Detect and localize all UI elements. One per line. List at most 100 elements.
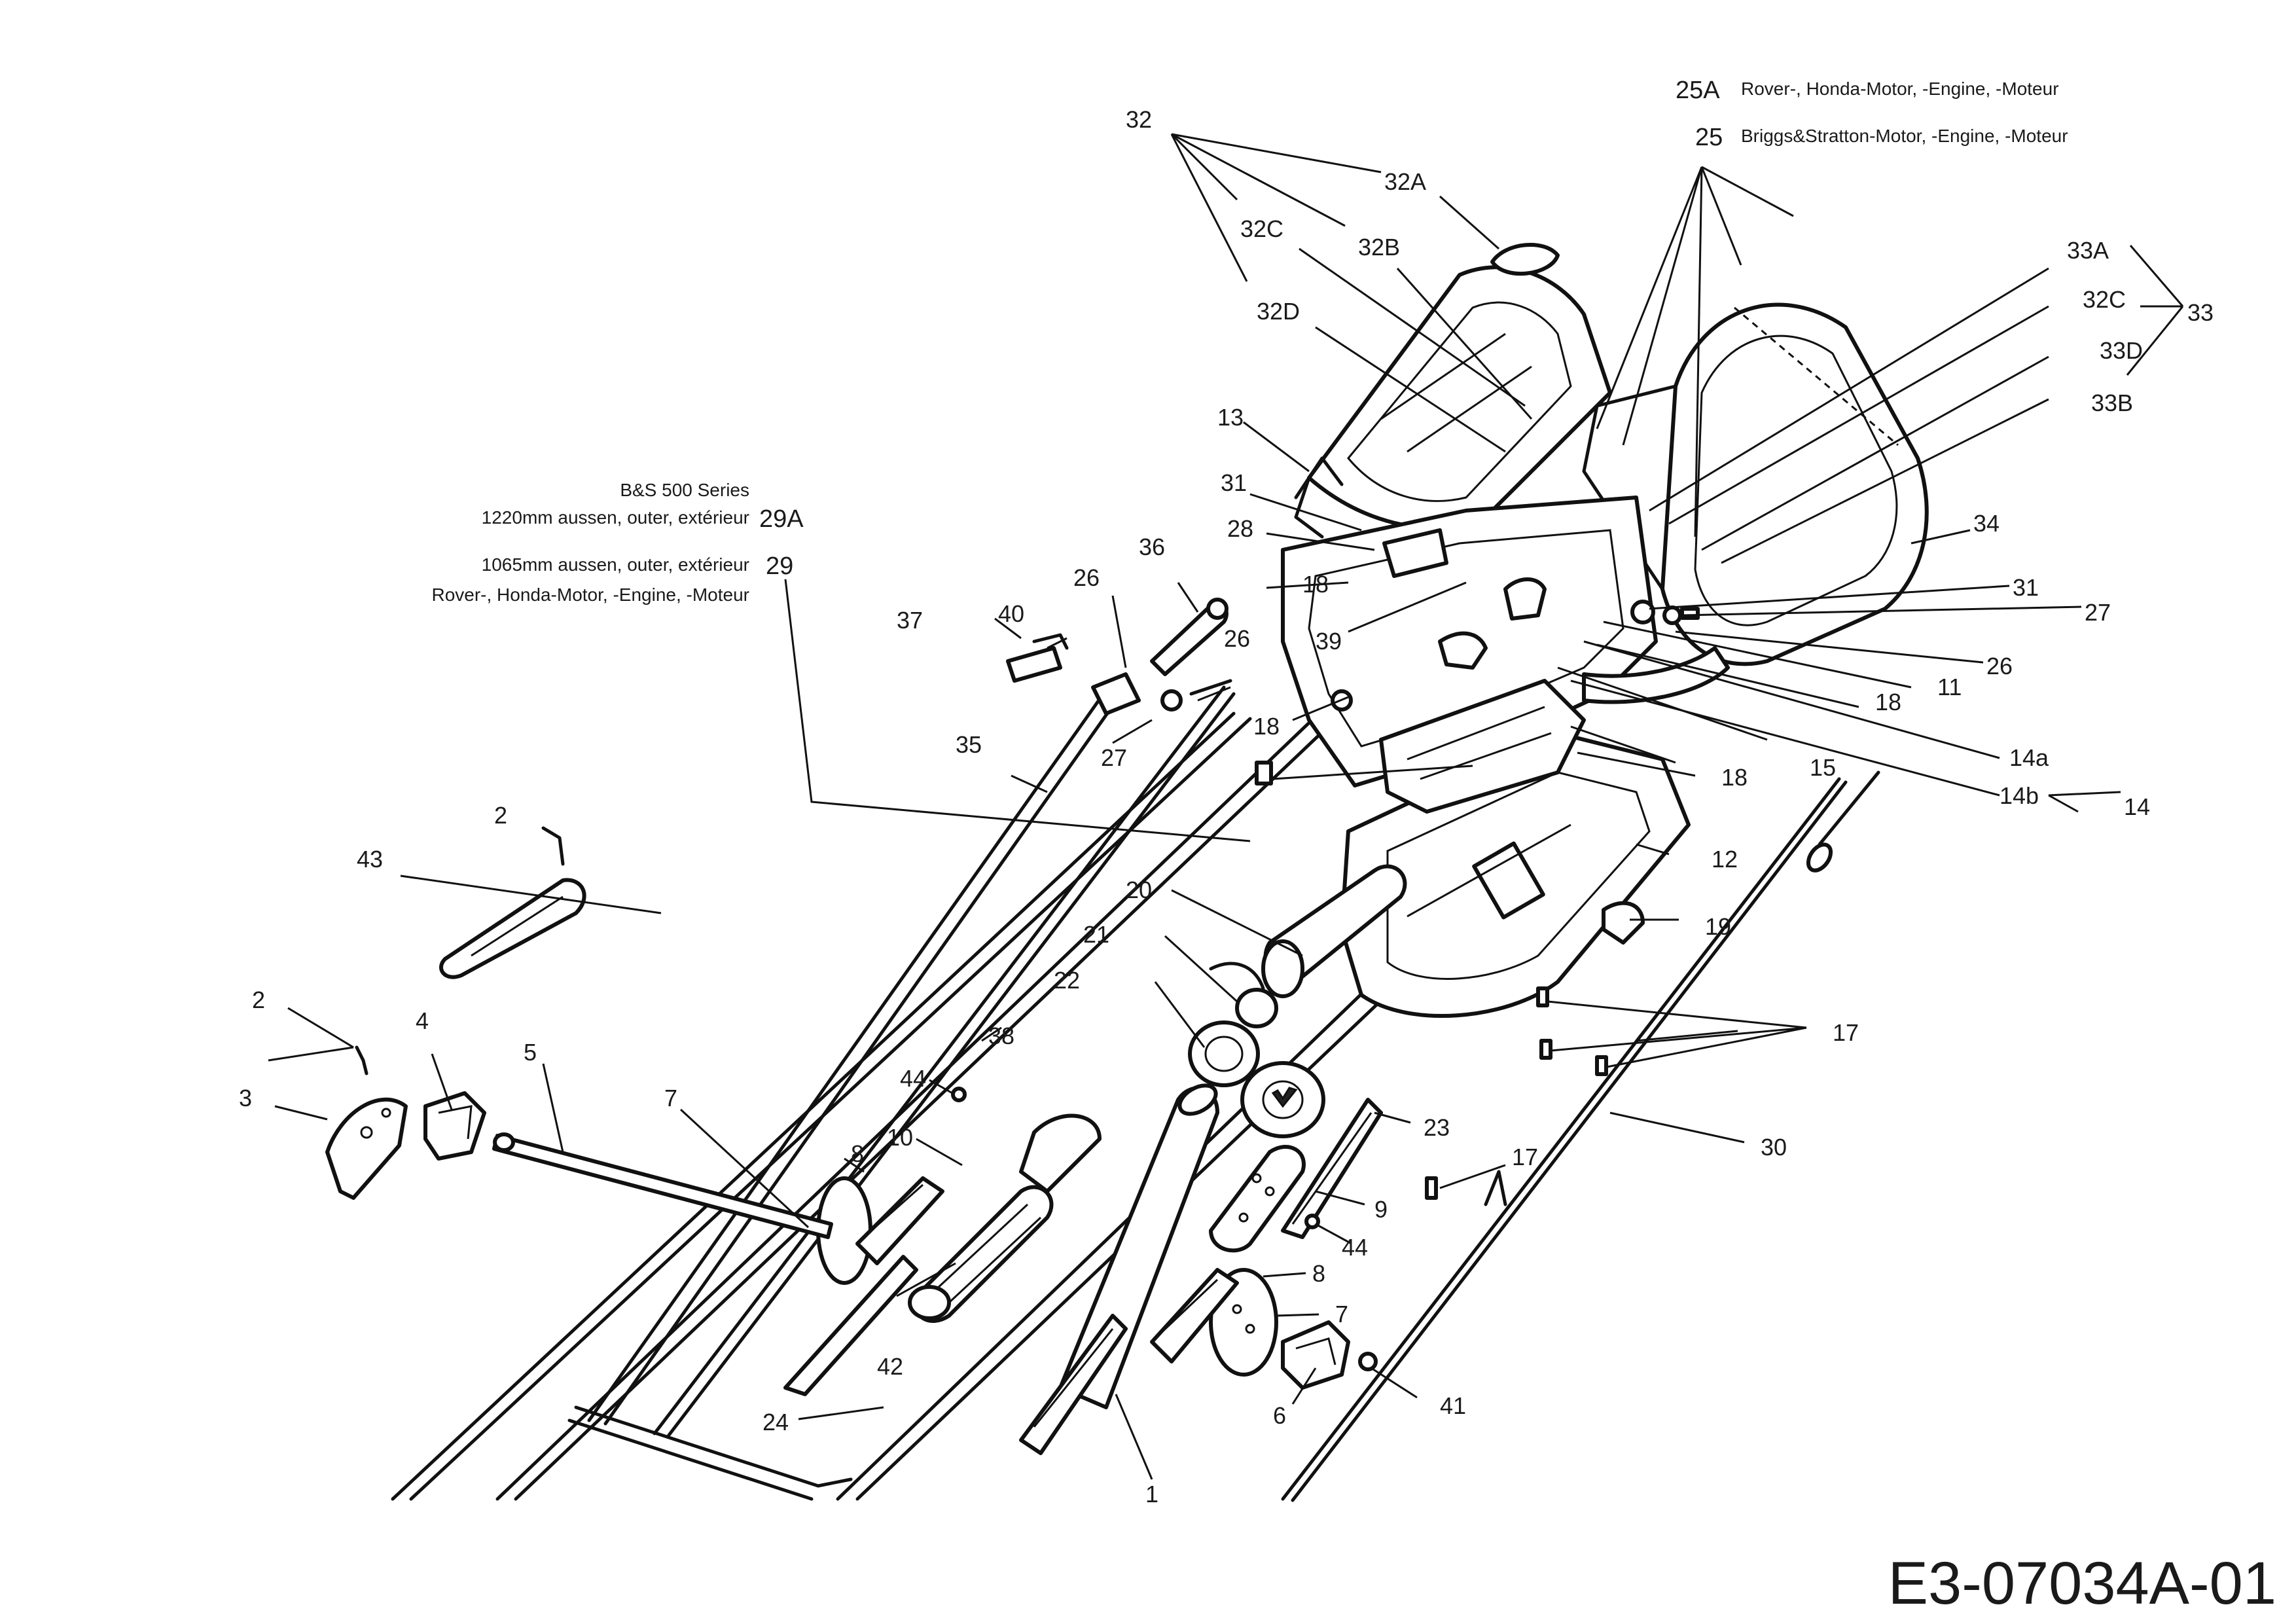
note-25a-text: Rover-, Honda-Motor, -Engine, -Moteur: [1741, 79, 2059, 99]
callout-13: 13: [1217, 404, 1244, 431]
callout-31-left: 31: [1221, 469, 1247, 496]
callout-7-left: 7: [664, 1085, 677, 1111]
callout-2-top: 2: [494, 802, 507, 829]
callout-38: 38: [988, 1022, 1014, 1049]
washer-44-right: [1304, 1214, 1320, 1229]
callout-18-a: 18: [1302, 571, 1329, 598]
callout-4: 4: [416, 1007, 429, 1034]
callout-32a: 32A: [1384, 168, 1426, 195]
washer-44-left: [951, 1087, 967, 1102]
callout-11: 11: [1937, 674, 1962, 700]
clips-17: [1425, 986, 1608, 1206]
note-29a-ref: 29A: [759, 505, 804, 533]
callout-10: 10: [887, 1124, 913, 1151]
callout-32d: 32D: [1257, 298, 1300, 325]
callout-21: 21: [1083, 921, 1109, 948]
callout-22: 22: [1054, 967, 1080, 994]
callout-8-right: 8: [1312, 1260, 1325, 1287]
rail-23: [1281, 1098, 1383, 1239]
callout-28: 28: [1227, 515, 1253, 542]
handle-tube-right: [836, 967, 1403, 1501]
note-29-engine: Rover-, Honda-Motor, -Engine, -Moteur: [431, 585, 749, 605]
callout-27-right: 27: [2085, 599, 2111, 626]
catcher-bag-32: [1294, 243, 1612, 539]
callout-44-left: 44: [900, 1065, 926, 1092]
callout-42: 42: [877, 1353, 903, 1380]
callout-37: 37: [897, 607, 923, 634]
note-29-series: B&S 500 Series: [620, 480, 749, 500]
callout-32b: 32B: [1358, 234, 1400, 261]
gear-assembly-10: [908, 1113, 1102, 1324]
callout-36: 36: [1139, 533, 1165, 560]
clip-2-left: [355, 1045, 368, 1075]
note-25-text: Briggs&Stratton-Motor, -Engine, -Moteur: [1741, 126, 2068, 146]
callout-32c-right: 32C: [2083, 286, 2126, 313]
wheel-bracket-9: [1209, 1144, 1306, 1253]
callout-35: 35: [956, 731, 982, 758]
callout-33b: 33B: [2091, 389, 2133, 416]
callout-17-mid: 17: [1512, 1144, 1538, 1170]
callout-44-right: 44: [1342, 1234, 1368, 1261]
lever-43: [439, 878, 586, 979]
handle-top-assembly: [1006, 598, 1232, 715]
callout-6: 6: [1273, 1402, 1286, 1429]
callout-26-b: 26: [1224, 625, 1250, 652]
callout-27-mid: 27: [1101, 744, 1127, 771]
callout-7-right: 7: [1335, 1301, 1348, 1327]
callout-14: 14: [2124, 793, 2150, 820]
cap-4: [423, 1091, 486, 1161]
callout-43: 43: [357, 846, 383, 873]
callout-1: 1: [1145, 1481, 1158, 1507]
height-adjuster-left: [783, 1176, 944, 1396]
clip-2-top: [541, 826, 565, 866]
parts-drawing: [325, 243, 1929, 1502]
callout-12: 12: [1712, 846, 1738, 873]
callout-34: 34: [1973, 510, 2000, 537]
note-25a-ref: 25A: [1676, 77, 1720, 104]
callout-3: 3: [239, 1085, 252, 1111]
note-29a-text: 1220mm aussen, outer, extérieur: [482, 507, 749, 528]
roller-tube: [1058, 1083, 1219, 1409]
axle-rod-5: [492, 1132, 833, 1239]
rail-1: [1019, 1314, 1128, 1455]
callout-26-right: 26: [1986, 653, 2013, 679]
callout-15: 15: [1810, 754, 1836, 781]
note-29-ref: 29: [766, 552, 793, 580]
part-19: [1602, 901, 1645, 945]
knob-41: [1358, 1352, 1378, 1371]
callout-18-d: 18: [1721, 764, 1748, 791]
callout-33: 33: [2187, 299, 2214, 326]
callout-33a: 33A: [2067, 237, 2109, 264]
cable-30: [1281, 770, 1880, 1502]
callout-14a: 14a: [2009, 744, 2049, 771]
callout-23: 23: [1424, 1114, 1450, 1141]
leader-lines: [268, 133, 2184, 1480]
callout-31-right: 31: [2013, 574, 2039, 601]
notes: 25A Rover-, Honda-Motor, -Engine, -Moteu…: [431, 77, 2068, 605]
note-29-text: 1065mm aussen, outer, extérieur: [482, 554, 749, 575]
diagram-code: E3-07034A-01: [1888, 1550, 2276, 1617]
callout-18-b: 18: [1875, 689, 1901, 715]
callout-40: 40: [998, 600, 1024, 627]
callout-24: 24: [762, 1409, 789, 1435]
wheels-21-22: [1188, 988, 1325, 1138]
callout-39: 39: [1316, 628, 1342, 655]
callout-19: 19: [1705, 913, 1731, 940]
part-31-27-right: [1382, 528, 1682, 625]
center-frame: [1281, 456, 1730, 814]
handle-rod-35: [587, 679, 1236, 1439]
callout-26-a: 26: [1073, 564, 1100, 591]
callout-20: 20: [1126, 876, 1152, 903]
callout-17-top: 17: [1833, 1019, 1859, 1046]
bolt-18: [1255, 607, 1700, 785]
callouts: 32 32A 32C 32B 32D 33A 32C 33 33D 33B 13…: [239, 106, 2214, 1507]
bottom-bar-24: [567, 1405, 853, 1501]
callout-2-mid: 2: [252, 986, 265, 1013]
callout-18-c: 18: [1253, 713, 1280, 740]
callout-33d: 33D: [2100, 337, 2143, 364]
callout-8-left: 8: [851, 1140, 864, 1167]
callout-32c-top: 32C: [1240, 215, 1283, 242]
note-25-ref: 25: [1695, 124, 1723, 151]
callout-30: 30: [1761, 1134, 1787, 1161]
